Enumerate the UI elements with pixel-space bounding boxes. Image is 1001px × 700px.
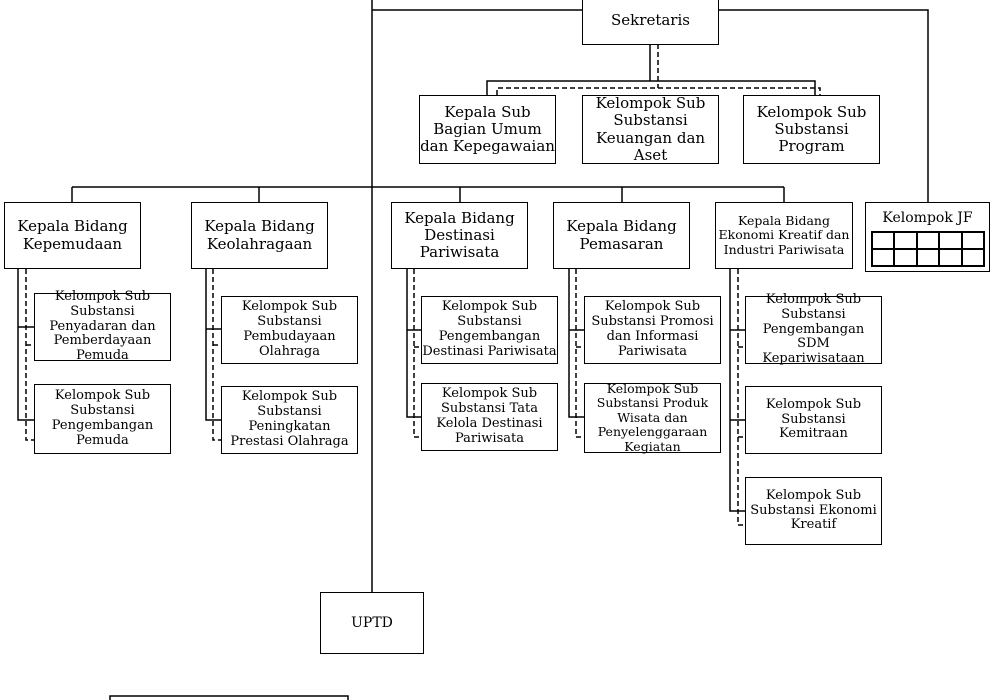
- sub-bagian-umum-label: Kepala Sub Bagian Umum dan Kepegawaian: [420, 102, 555, 156]
- sub-ekonomi-kreatif-label: Kelompok Sub Substansi Ekonomi Kreatif: [750, 487, 877, 533]
- sub-promosi-informasi-label: Kelompok Sub Substansi Promosi dan Infor…: [591, 299, 714, 359]
- sub-penyadaran-pemuda-label: Kelompok Sub Substansi Penyadaran dan Pe…: [49, 288, 156, 364]
- jf-cell: [916, 232, 940, 249]
- jf-cell: [894, 249, 917, 266]
- sub-pengembangan-destinasi-box: Kelompok Sub Substansi Pengembangan Dest…: [421, 296, 558, 364]
- jf-cell: [961, 232, 984, 249]
- sub-kemitraan-box: Kelompok Sub Substansi Kemitraan: [745, 386, 882, 454]
- bidang-pemasaran-label: Kepala Bidang Pemasaran: [566, 217, 677, 253]
- jf-cell: [894, 232, 917, 249]
- jf-cell: [916, 249, 940, 266]
- sub-bagian-umum-box: Kepala Sub Bagian Umum dan Kepegawaian: [419, 95, 556, 164]
- uptd-label: UPTD: [351, 614, 393, 631]
- jf-cell: [872, 249, 895, 266]
- jf-cell: [872, 232, 895, 249]
- bidang-destinasi-box: Kepala Bidang Destinasi Pariwisata: [391, 202, 528, 269]
- sub-prestasi-olahraga-box: Kelompok Sub Substansi Peningkatan Prest…: [221, 386, 358, 454]
- sub-pengembangan-sdm-box: Kelompok Sub Substansi Pengembangan SDM …: [745, 292, 882, 366]
- sub-produk-wisata-box: Kelompok Sub Substansi Produk Wisata dan…: [584, 381, 721, 454]
- bidang-keolahragaan-box: Kepala Bidang Keolahragaan: [191, 202, 328, 269]
- sub-prestasi-olahraga-label: Kelompok Sub Substansi Peningkatan Prest…: [230, 389, 349, 449]
- sub-kemitraan-label: Kelompok Sub Substansi Kemitraan: [765, 396, 862, 442]
- sub-tata-kelola-destinasi-box: Kelompok Sub Substansi Tata Kelola Desti…: [421, 383, 558, 451]
- kelompok-jf-label: Kelompok JF: [882, 210, 973, 226]
- jf-cell: [939, 249, 962, 266]
- sekretaris-box: Sekretaris: [582, 0, 719, 45]
- sub-pengembangan-pemuda-label: Kelompok Sub Substansi Pengembangan Pemu…: [51, 388, 154, 448]
- sub-ekonomi-kreatif-box: Kelompok Sub Substansi Ekonomi Kreatif: [745, 477, 882, 545]
- bidang-keolahragaan-label: Kepala Bidang Keolahragaan: [204, 217, 315, 253]
- kelompok-jf-box: Kelompok JF: [865, 202, 990, 272]
- sub-pembudayaan-olahraga-label: Kelompok Sub Substansi Pembudayaan Olahr…: [241, 299, 338, 359]
- sub-tata-kelola-destinasi-label: Kelompok Sub Substansi Tata Kelola Desti…: [436, 386, 543, 446]
- sub-produk-wisata-label: Kelompok Sub Substansi Produk Wisata dan…: [596, 381, 709, 454]
- sub-penyadaran-pemuda-box: Kelompok Sub Substansi Penyadaran dan Pe…: [34, 289, 171, 363]
- bidang-destinasi-label: Kepala Bidang Destinasi Pariwisata: [404, 208, 515, 262]
- jf-cell: [961, 249, 984, 266]
- sub-pengembangan-sdm-label: Kelompok Sub Substansi Pengembangan SDM …: [762, 291, 865, 367]
- kelompok-jf-grid: [871, 231, 985, 267]
- program-box: Kelompok Sub Substansi Program: [743, 95, 880, 164]
- sub-promosi-informasi-box: Kelompok Sub Substansi Promosi dan Infor…: [584, 296, 721, 364]
- bidang-ekonomi-kreatif-box: Kepala Bidang Ekonomi Kreatif dan Indust…: [715, 202, 853, 269]
- program-label: Kelompok Sub Substansi Program: [756, 102, 867, 156]
- uptd-box: UPTD: [320, 592, 424, 654]
- keuangan-aset-label: Kelompok Sub Substansi Keuangan dan Aset: [595, 94, 706, 164]
- bidang-pemasaran-box: Kepala Bidang Pemasaran: [553, 202, 690, 269]
- sub-pembudayaan-olahraga-box: Kelompok Sub Substansi Pembudayaan Olahr…: [221, 296, 358, 364]
- jf-cell: [939, 232, 962, 249]
- bidang-ekonomi-kreatif-label: Kepala Bidang Ekonomi Kreatif dan Indust…: [718, 212, 850, 257]
- bidang-kepemudaan-label: Kepala Bidang Kepemudaan: [17, 217, 128, 253]
- sekretaris-label: Sekretaris: [611, 11, 690, 30]
- keuangan-aset-box: Kelompok Sub Substansi Keuangan dan Aset: [582, 94, 719, 164]
- bidang-kepemudaan-box: Kepala Bidang Kepemudaan: [4, 202, 141, 269]
- sub-pengembangan-pemuda-box: Kelompok Sub Substansi Pengembangan Pemu…: [34, 384, 171, 454]
- sub-pengembangan-destinasi-label: Kelompok Sub Substansi Pengembangan Dest…: [422, 299, 557, 359]
